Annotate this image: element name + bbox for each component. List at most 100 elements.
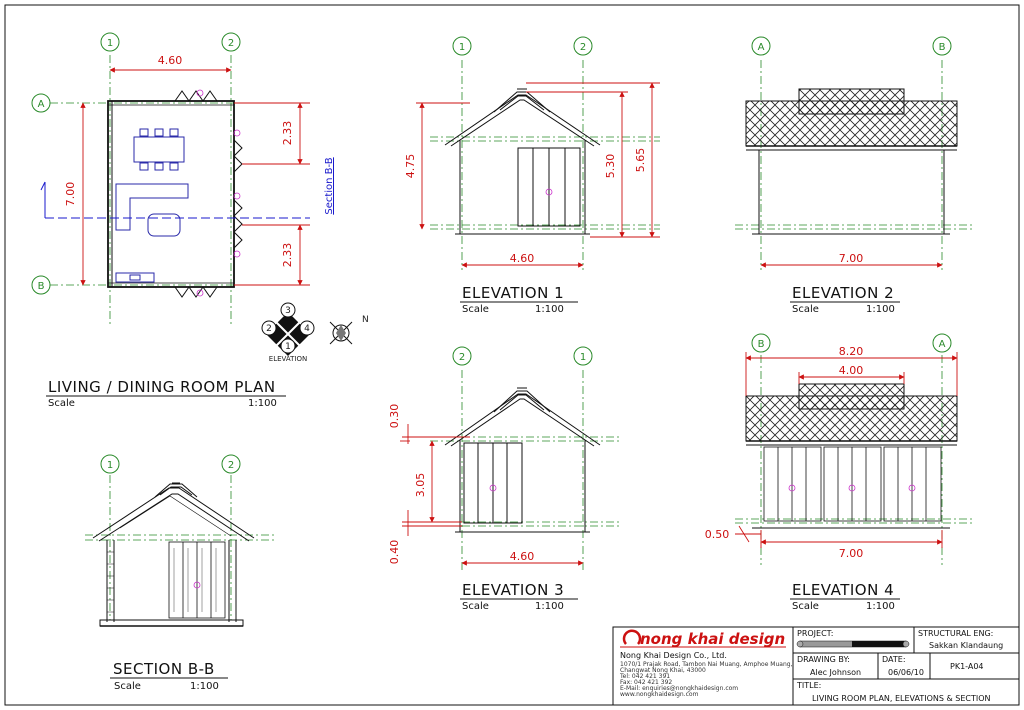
svg-text:A: A (38, 99, 45, 110)
title-block: nong khai design Nong Khai Design Co., L… (612, 626, 1020, 706)
grid-bubble-a: A (31, 93, 51, 113)
elevation-3-title: ELEVATION 3 (462, 581, 564, 599)
grid-bubble-b: B (31, 275, 51, 295)
plan-dim-side-bottom: 2.33 (281, 243, 294, 268)
sheet-border (4, 4, 1020, 706)
elev4-scale-value: 1:100 (866, 601, 895, 612)
company-fax: Fax: 042 421 392 (620, 679, 672, 686)
svg-text:2: 2 (266, 324, 272, 334)
svg-text:B: B (939, 42, 946, 53)
elev4-scale-label: Scale (792, 601, 819, 612)
elev1-grid-bubble-2: 2 (573, 36, 593, 56)
date-value: 06/06/10 (888, 668, 924, 677)
elev1-dim-left: 4.75 (404, 154, 417, 179)
svg-text:2: 2 (580, 42, 586, 53)
svg-text:A: A (758, 42, 765, 53)
plan-dim-side-top: 2.33 (281, 121, 294, 146)
title-label: TITLE: (796, 681, 821, 690)
elev1-scale-value: 1:100 (535, 304, 564, 315)
plan-scale-label: Scale (48, 398, 75, 409)
svg-text:1: 1 (459, 42, 465, 53)
svg-text:2: 2 (228, 38, 234, 49)
section-title: SECTION B-B (113, 660, 215, 678)
svg-text:2: 2 (228, 460, 234, 471)
elev2-scale-label: Scale (792, 304, 819, 315)
svg-text:1: 1 (107, 460, 113, 471)
plan-dim-width: 4.60 (158, 54, 183, 67)
elev4-grid-bubble-b: B (751, 333, 771, 353)
elev1-dim-width: 4.60 (510, 252, 535, 265)
elev3-grid-bubble-1: 1 (573, 346, 593, 366)
furniture (115, 128, 189, 283)
section-grid-bubble-1: 1 (100, 454, 120, 474)
elev3-dim-width: 4.60 (510, 550, 535, 563)
elev3-scale-value: 1:100 (535, 601, 564, 612)
grid-bubble-1: 1 (100, 32, 120, 52)
elev4-dim-overall: 8.20 (839, 345, 864, 358)
company-name: Nong Khai Design Co., Ltd. (620, 651, 727, 660)
elevation-2-title: ELEVATION 2 (792, 284, 894, 302)
elev4-dim-roof: 4.00 (839, 364, 864, 377)
project-label: PROJECT: (797, 629, 833, 638)
company-tel: Tel: 042 421 391 (619, 673, 670, 680)
title-value: LIVING ROOM PLAN, ELEVATIONS & SECTION (812, 694, 991, 703)
section-label: Section B-B (324, 157, 335, 214)
drawing-by-label: DRAWING BY: (797, 655, 850, 664)
elevation-4-title: ELEVATION 4 (792, 581, 894, 599)
elev3-scale-label: Scale (462, 601, 489, 612)
company-web: www.nongkhaidesign.com (620, 691, 699, 698)
structural-eng-label: STRUCTURAL ENG: (918, 629, 993, 638)
section-view: 1 2 (85, 454, 275, 692)
elev4-dim-base: 0.50 (705, 528, 730, 541)
elevation-compass: 3 2 4 1 ELEVATION N (261, 302, 369, 363)
grid-bubble-2: 2 (221, 32, 241, 52)
compass-label: ELEVATION (269, 355, 307, 363)
elev1-grid-bubble-1: 1 (452, 36, 472, 56)
plan-title: LIVING / DINING ROOM PLAN (48, 378, 276, 396)
company-address-1: 1070/1 Prajak Road, Tambon Nai Muang, Am… (620, 661, 793, 668)
company-logo: nong khai design (620, 629, 786, 648)
svg-text:B: B (38, 281, 45, 292)
svg-text:3: 3 (285, 306, 291, 316)
elev4-grid-bubble-a: A (932, 333, 952, 353)
elev3-dim-bottom: 0.40 (388, 540, 401, 565)
company-address-2: Changwat Nong Khai, 43000 (620, 667, 706, 674)
elevation-3-view: 2 1 (388, 346, 620, 612)
elevation-4-view: B A (705, 333, 975, 612)
elev1-scale-label: Scale (462, 304, 489, 315)
elev2-grid-bubble-b: B (932, 36, 952, 56)
svg-text:A: A (939, 339, 946, 350)
project-bar (796, 640, 910, 648)
structural-eng-value: Sakkan Klandaung (929, 641, 1003, 650)
elev1-dim-right: 5.65 (634, 148, 647, 173)
elev2-scale-value: 1:100 (866, 304, 895, 315)
elevation-1-view: 1 2 (404, 36, 660, 315)
section-scale-value: 1:100 (190, 681, 219, 692)
elevation-1-title: ELEVATION 1 (462, 284, 564, 302)
sheet-number: PK1-A04 (950, 662, 984, 671)
section-grid-bubble-2: 2 (221, 454, 241, 474)
svg-text:1: 1 (285, 342, 291, 352)
drawing-by-value: Alec Johnson (810, 668, 861, 677)
elev2-dim-width: 7.00 (839, 252, 864, 265)
elev4-dim-width: 7.00 (839, 547, 864, 560)
company-email: E-Mail: enquiries@nongkhaidesign.com (620, 685, 738, 692)
date-label: DATE: (882, 655, 906, 664)
svg-text:4: 4 (304, 324, 310, 334)
plan-scale-value: 1:100 (248, 398, 277, 409)
plan-view: 1 2 A B (31, 32, 335, 409)
svg-text:N: N (362, 315, 369, 325)
plan-dim-height: 7.00 (64, 182, 77, 207)
plan-dimensions (80, 67, 310, 286)
svg-text:1: 1 (580, 352, 586, 363)
section-scale-label: Scale (114, 681, 141, 692)
elev3-dim-top: 0.30 (388, 404, 401, 429)
elevation-2-view: A B 7.00 ELEVATION 2 Scale 1:100 (735, 36, 975, 315)
marker-group (196, 89, 241, 297)
elev3-grid-bubble-2: 2 (452, 346, 472, 366)
elev3-dim-mid: 3.05 (414, 473, 427, 498)
elev1-dim-mid: 5.30 (604, 154, 617, 179)
svg-text:nong khai design: nong khai design (640, 630, 785, 648)
north-arrow-icon: N (329, 315, 369, 345)
